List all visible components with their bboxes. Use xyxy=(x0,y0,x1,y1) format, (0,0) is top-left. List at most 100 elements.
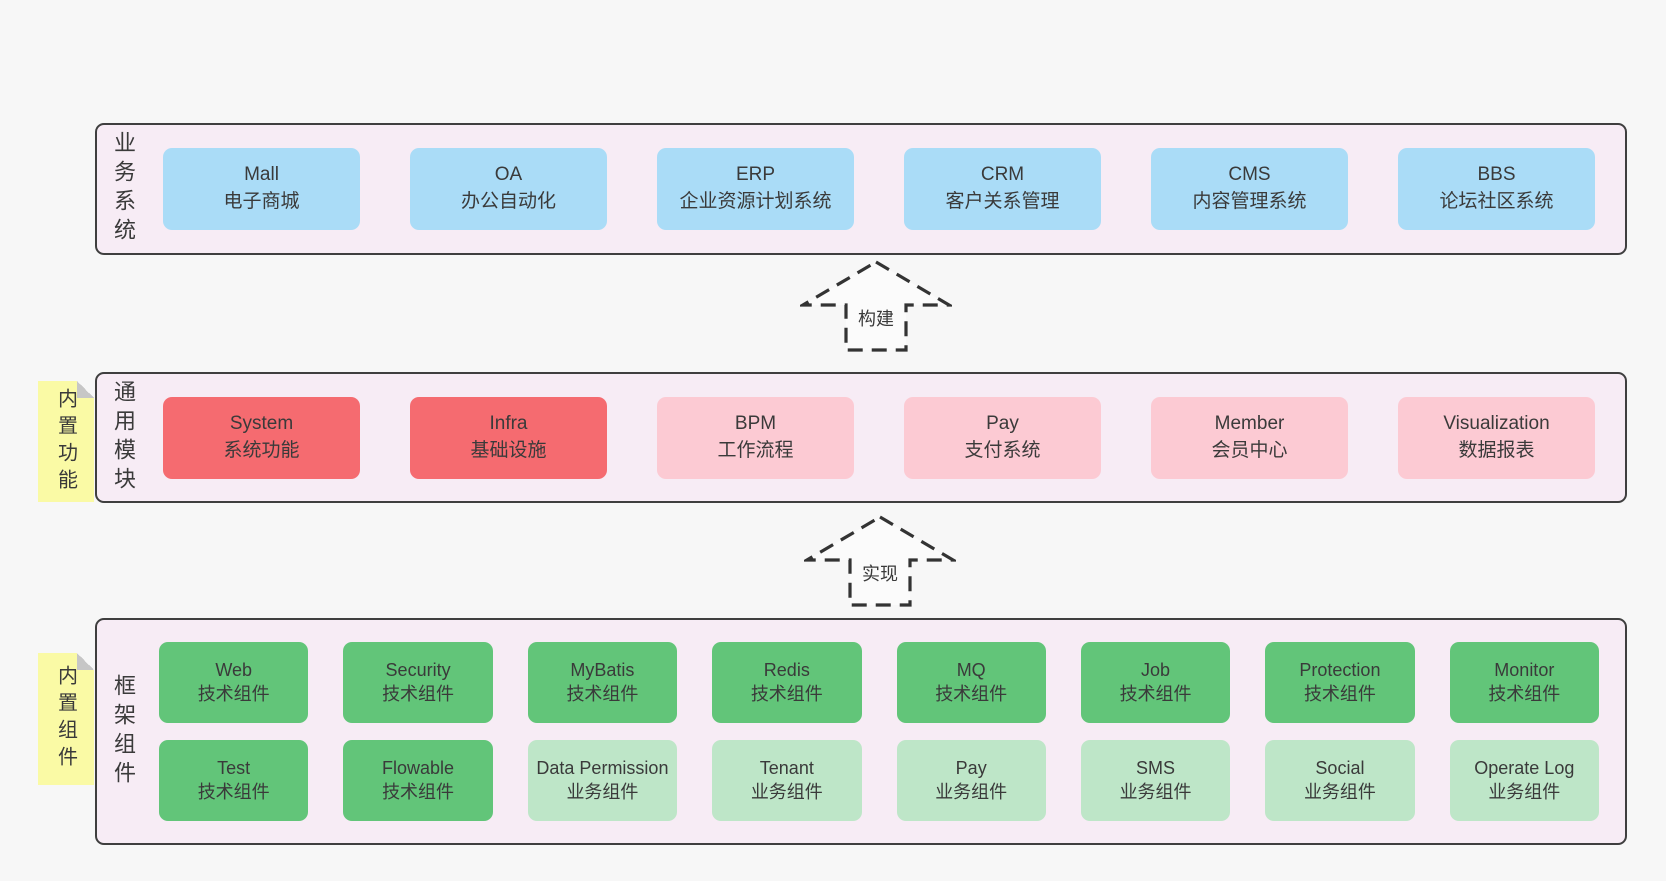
box-title: Member xyxy=(1214,412,1285,434)
box-oa: OA 办公自动化 xyxy=(410,148,607,230)
box-title: CMS xyxy=(1228,164,1271,186)
box-subtitle: 客户关系管理 xyxy=(945,191,1060,212)
box-title: Data Permission xyxy=(536,757,669,778)
panel-business-label: 业务系统 xyxy=(111,131,136,247)
box-system: System 系统功能 xyxy=(163,396,360,479)
components-row-2: Test 技术组件 Flowable 技术组件 Data Permission … xyxy=(159,740,1599,821)
box-subtitle: 基础设施 xyxy=(470,439,547,461)
box-infra: Infra 基础设施 xyxy=(410,396,607,479)
box-title: SMS xyxy=(1136,757,1176,778)
box-title: MQ xyxy=(956,659,986,680)
sticky-note-built-in-features: 内置功能 xyxy=(38,381,94,502)
panel-common-modules: 通用模块 System 系统功能 Infra 基础设施 BPM 工作流程 Pay… xyxy=(95,372,1627,503)
panel-framework-components: 框架组件 Web 技术组件 Security 技术组件 MyBatis 技术组件… xyxy=(95,618,1627,845)
panel-modules-label: 通用模块 xyxy=(111,379,136,496)
panel-components-label: 框架组件 xyxy=(111,673,136,790)
box-title: MyBatis xyxy=(570,659,635,680)
box-subtitle: 数据报表 xyxy=(1458,439,1535,461)
box-subtitle: 业务组件 xyxy=(1488,781,1561,802)
box-pay-component: Pay 业务组件 xyxy=(896,740,1046,821)
box-title: BBS xyxy=(1477,164,1516,186)
box-subtitle: 技术组件 xyxy=(197,781,270,802)
box-title: Operate Log xyxy=(1474,757,1575,778)
box-subtitle: 技术组件 xyxy=(566,683,639,704)
box-data-permission: Data Permission 业务组件 xyxy=(527,740,678,821)
note-fold-corner xyxy=(77,381,94,398)
box-subtitle: 业务组件 xyxy=(1119,781,1192,802)
box-sms: SMS 业务组件 xyxy=(1080,740,1231,821)
box-protection: Protection 技术组件 xyxy=(1265,642,1415,723)
box-test: Test 技术组件 xyxy=(159,740,309,821)
box-title: OA xyxy=(494,164,523,186)
box-title: Redis xyxy=(763,659,810,680)
box-operate-log: Operate Log 业务组件 xyxy=(1449,740,1599,821)
box-subtitle: 技术组件 xyxy=(197,683,270,704)
box-web: Web 技术组件 xyxy=(159,642,309,723)
box-subtitle: 会员中心 xyxy=(1211,439,1288,461)
box-title: ERP xyxy=(735,164,776,186)
panel-modules-content: System 系统功能 Infra 基础设施 BPM 工作流程 Pay 支付系统… xyxy=(149,374,1625,501)
box-title: Monitor xyxy=(1494,659,1555,680)
sticky-note-built-in-components: 内置组件 xyxy=(38,653,94,785)
box-subtitle: 业务组件 xyxy=(935,781,1008,802)
box-subtitle: 内容管理系统 xyxy=(1192,191,1307,212)
box-subtitle: 业务组件 xyxy=(750,781,823,802)
box-subtitle: 系统功能 xyxy=(223,439,300,461)
box-erp: ERP 企业资源计划系统 xyxy=(657,148,854,230)
sticky-note-text: 内置组件 xyxy=(54,665,77,773)
up-arrow-implement: 实现 xyxy=(804,514,956,608)
box-title: Security xyxy=(385,659,451,680)
components-row-1: Web 技术组件 Security 技术组件 MyBatis 技术组件 Redi… xyxy=(159,642,1599,723)
box-title: CRM xyxy=(980,164,1025,186)
box-title: Protection xyxy=(1299,659,1381,680)
box-cms: CMS 内容管理系统 xyxy=(1151,148,1348,230)
box-crm: CRM 客户关系管理 xyxy=(904,148,1101,230)
panel-business-systems: 业务系统 Mall 电子商城 OA 办公自动化 ERP 企业资源计划系统 CRM… xyxy=(95,123,1627,255)
box-mall: Mall 电子商城 xyxy=(163,148,360,230)
box-bpm: BPM 工作流程 xyxy=(657,396,854,479)
box-title: Infra xyxy=(489,412,528,434)
box-subtitle: 电子商城 xyxy=(223,191,300,212)
box-tenant: Tenant 业务组件 xyxy=(712,740,862,821)
box-flowable: Flowable 技术组件 xyxy=(343,740,493,821)
box-mybatis: MyBatis 技术组件 xyxy=(527,642,678,723)
box-job: Job 技术组件 xyxy=(1080,642,1231,723)
box-pay-system: Pay 支付系统 xyxy=(904,396,1101,479)
box-title: System xyxy=(229,412,294,434)
box-subtitle: 技术组件 xyxy=(382,781,455,802)
box-redis: Redis 技术组件 xyxy=(712,642,862,723)
box-monitor: Monitor 技术组件 xyxy=(1449,642,1599,723)
box-title: Visualization xyxy=(1443,412,1550,434)
arrow-build-label: 构建 xyxy=(855,305,897,331)
box-subtitle: 论坛社区系统 xyxy=(1439,191,1554,212)
box-subtitle: 工作流程 xyxy=(717,439,794,461)
box-title: Flowable xyxy=(382,757,455,778)
box-subtitle: 企业资源计划系统 xyxy=(679,191,832,212)
box-visualization: Visualization 数据报表 xyxy=(1398,396,1595,479)
box-subtitle: 技术组件 xyxy=(1119,683,1192,704)
box-title: Pay xyxy=(955,757,987,778)
box-title: Test xyxy=(217,757,251,778)
up-arrow-build: 构建 xyxy=(800,259,952,353)
box-title: Social xyxy=(1315,757,1365,778)
box-subtitle: 业务组件 xyxy=(1303,781,1376,802)
panel-business-content: Mall 电子商城 OA 办公自动化 ERP 企业资源计划系统 CRM 客户关系… xyxy=(149,125,1625,253)
box-title: Web xyxy=(215,659,253,680)
box-title: Tenant xyxy=(759,757,814,778)
box-subtitle: 技术组件 xyxy=(382,683,455,704)
box-title: Pay xyxy=(986,412,1019,434)
note-fold-corner xyxy=(77,653,94,670)
box-subtitle: 办公自动化 xyxy=(460,191,556,212)
box-title: BPM xyxy=(734,412,777,434)
box-bbs: BBS 论坛社区系统 xyxy=(1398,148,1595,230)
box-title: Job xyxy=(1141,659,1171,680)
box-title: Mall xyxy=(244,164,279,186)
box-subtitle: 支付系统 xyxy=(964,439,1041,461)
box-subtitle: 技术组件 xyxy=(1488,683,1561,704)
box-social: Social 业务组件 xyxy=(1265,740,1415,821)
arrow-implement-label: 实现 xyxy=(859,560,901,586)
box-subtitle: 业务组件 xyxy=(566,781,639,802)
box-security: Security 技术组件 xyxy=(343,642,493,723)
box-subtitle: 技术组件 xyxy=(1303,683,1376,704)
